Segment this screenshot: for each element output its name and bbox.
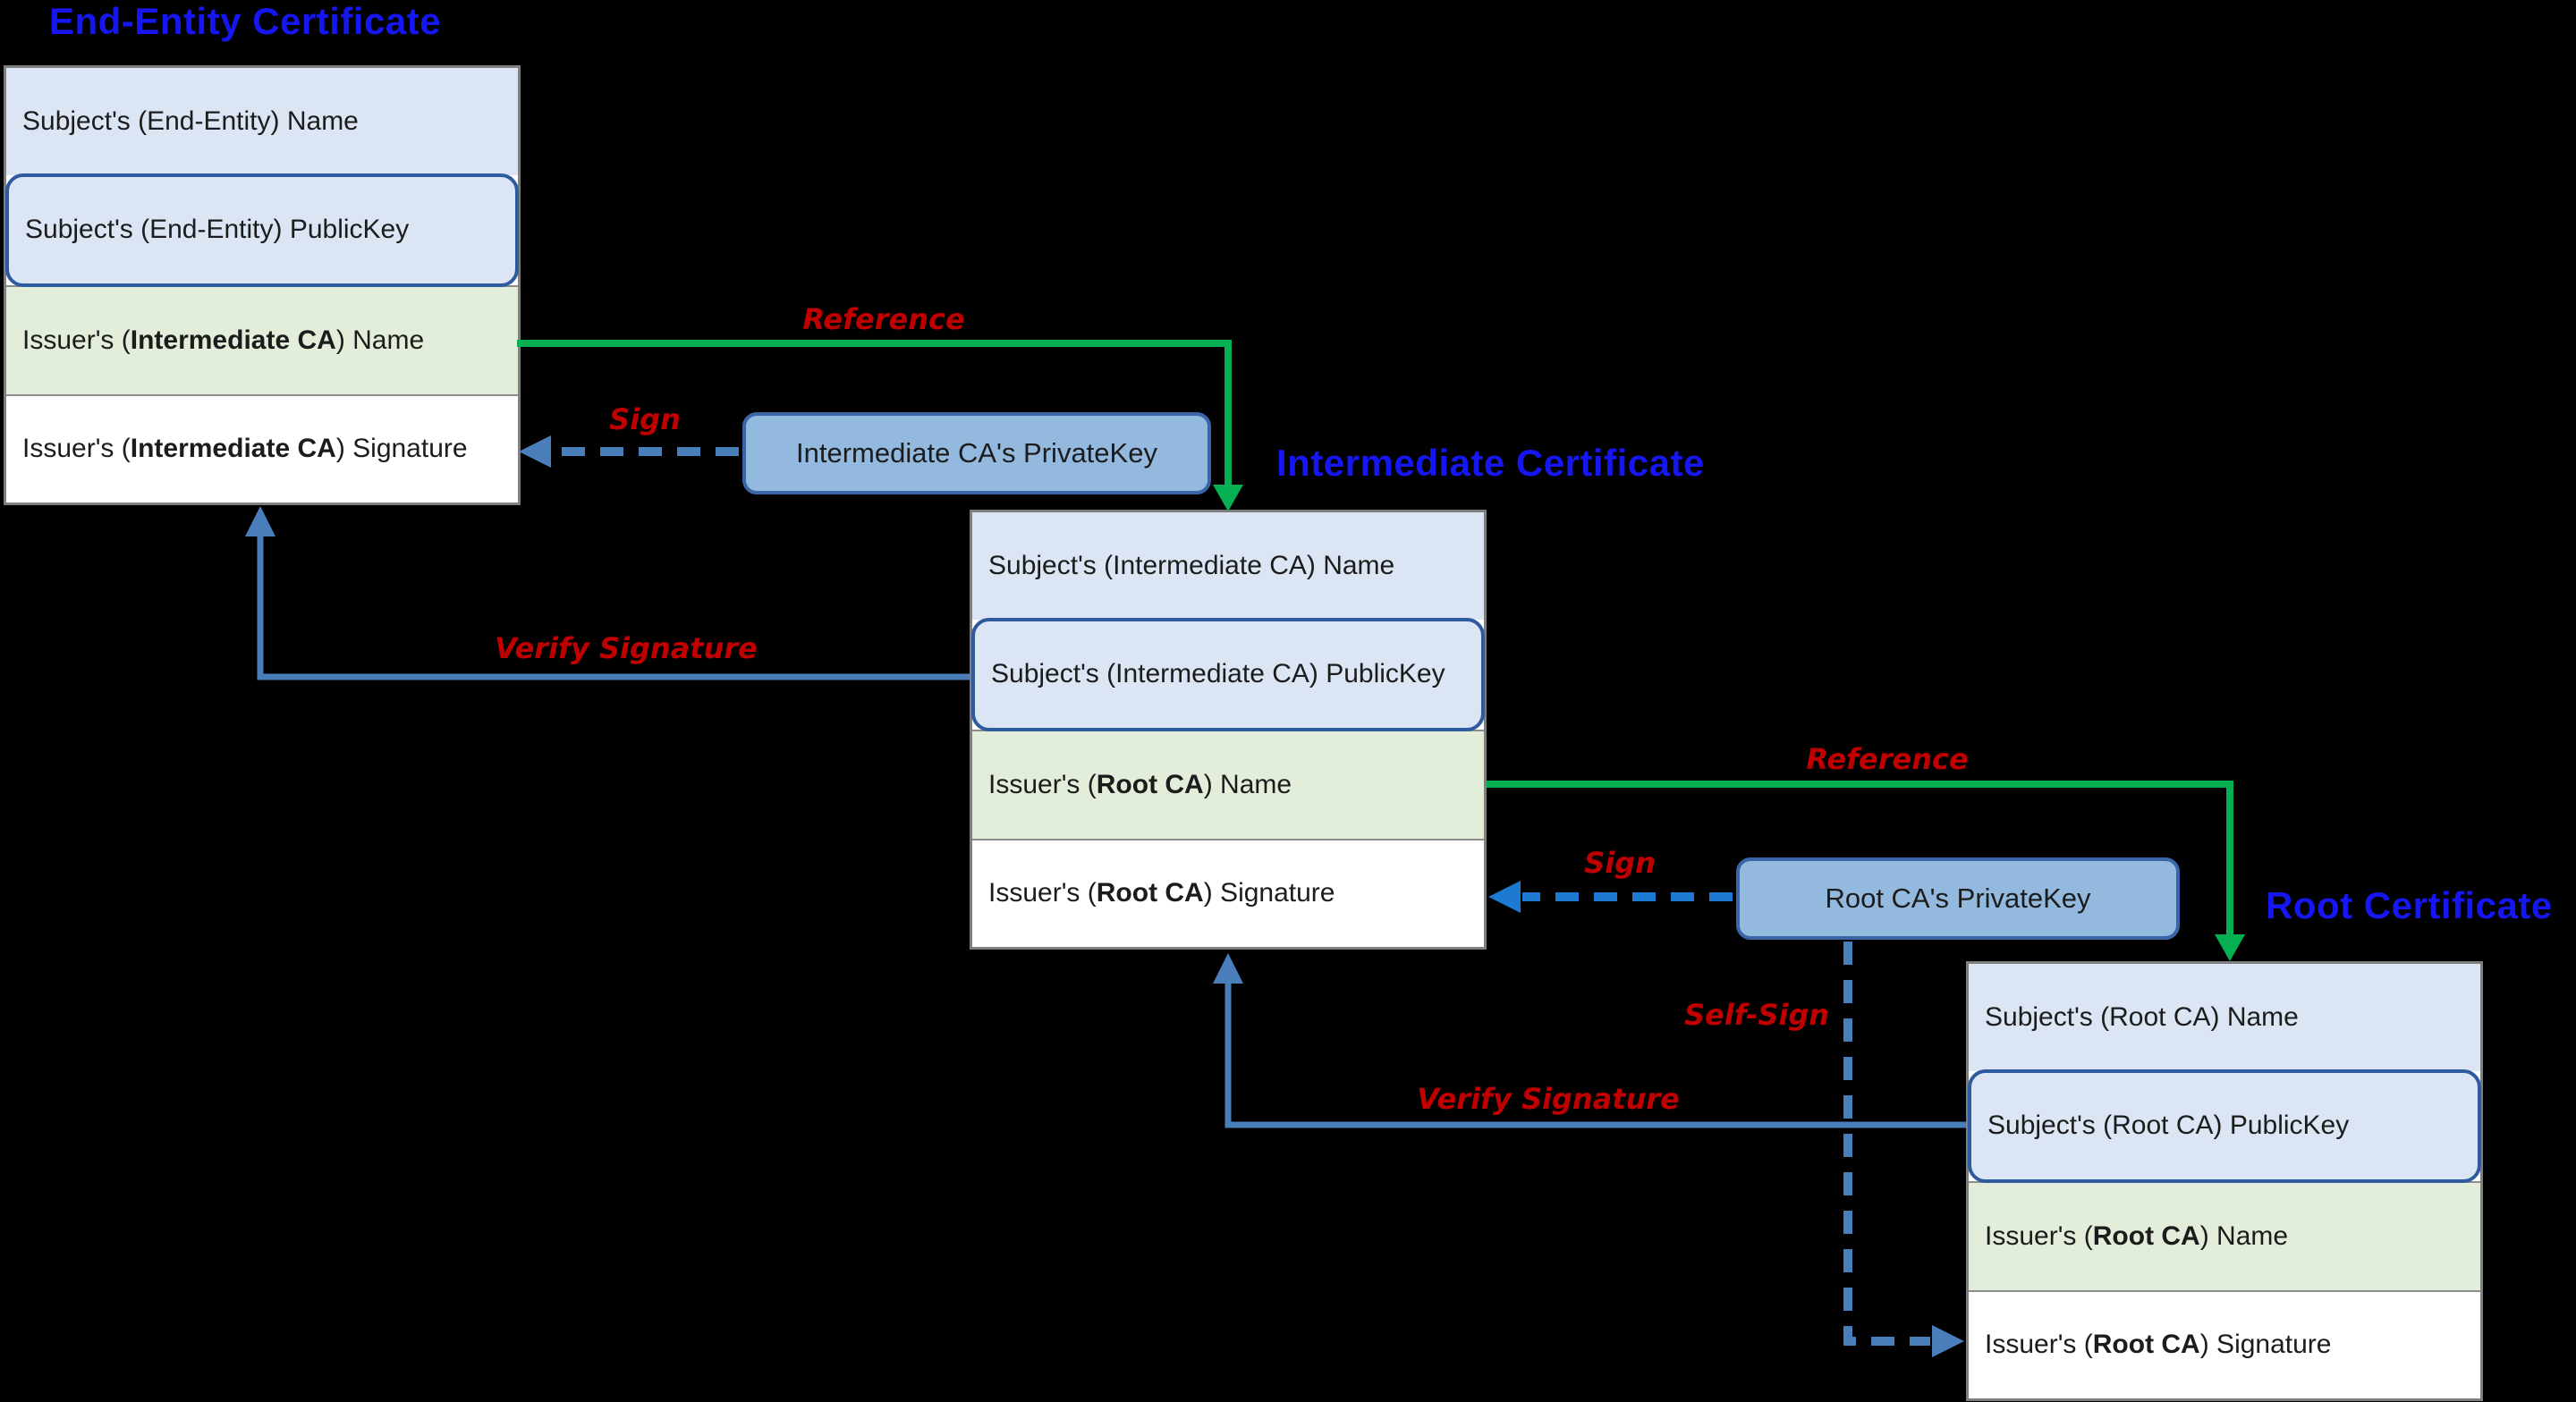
reference-arrow-2-arrowhead: [2215, 934, 2245, 961]
row-text-bold: Root CA: [2092, 1220, 2200, 1251]
root-ca-private-key-box: Root CA's PrivateKey: [1736, 857, 2180, 940]
row-text-bold: Root CA: [1096, 878, 1204, 908]
row-subject-name: Subject's (Intermediate CA) Name: [972, 512, 1484, 620]
row-text: Subject's (Root CA) Name: [1985, 1001, 2299, 1032]
root-certificate-title: Root Certificate: [2266, 884, 2553, 926]
row-text: Issuer's (: [22, 434, 131, 464]
row-text: Issuer's (: [22, 325, 131, 355]
row-issuer-name: Issuer's (Root CA) Name: [972, 730, 1484, 839]
row-text-suffix: ) Signature: [335, 434, 468, 464]
self-sign-arrowhead: [1932, 1325, 1964, 1357]
row-text-suffix: ) Signature: [2199, 1330, 2332, 1360]
row-text-suffix: ) Name: [1203, 769, 1292, 799]
intermediate-certificate-box: Subject's (Intermediate CA) Name Subject…: [970, 510, 1487, 950]
sign-arrow-2-arrowhead: [1488, 881, 1521, 913]
row-text-bold: Root CA: [2092, 1330, 2200, 1360]
row-text-suffix: ) Name: [335, 325, 425, 355]
sign-arrow-1: [519, 435, 739, 468]
row-text: Subject's (Intermediate CA) PublicKey: [991, 659, 1445, 689]
row-text: Subject's (End-Entity) Name: [22, 106, 359, 136]
row-text: Issuer's (: [988, 878, 1097, 908]
row-subject-publickey: Subject's (Root CA) PublicKey: [1968, 1068, 2481, 1183]
verify-signature-arrow-1-arrowhead: [245, 506, 275, 536]
row-text-bold: Root CA: [1096, 769, 1204, 799]
row-issuer-name: Issuer's (Intermediate CA) Name: [6, 285, 518, 394]
row-issuer-name: Issuer's (Root CA) Name: [1969, 1181, 2480, 1290]
row-text: Issuer's (: [988, 769, 1097, 799]
row-subject-publickey: Subject's (Intermediate CA) PublicKey: [971, 617, 1485, 731]
reference-label-1: Reference: [802, 302, 965, 336]
row-text: Issuer's (: [1985, 1220, 2093, 1251]
row-text-suffix: ) Name: [2199, 1220, 2289, 1251]
reference-label-2: Reference: [1806, 742, 1969, 776]
row-subject-name: Subject's (End-Entity) Name: [6, 68, 518, 175]
row-issuer-signature: Issuer's (Intermediate CA) Signature: [6, 393, 518, 503]
row-subject-name: Subject's (Root CA) Name: [1969, 964, 2480, 1071]
sign-arrow-1-arrowhead: [519, 435, 551, 468]
intermediate-certificate-title: Intermediate Certificate: [1276, 442, 1705, 484]
reference-arrow-1-arrowhead: [1213, 485, 1243, 511]
row-text: Subject's (Root CA) PublicKey: [1987, 1111, 2350, 1141]
end-entity-certificate-title: End-Entity Certificate: [49, 0, 442, 42]
sign-arrow-2: [1488, 881, 1733, 913]
end-entity-certificate-box: Subject's (End-Entity) Name Subject's (E…: [4, 65, 521, 505]
sign-label-2: Sign: [1584, 846, 1656, 880]
row-text: Subject's (End-Entity) PublicKey: [25, 215, 410, 245]
row-text: Issuer's (: [1985, 1330, 2093, 1360]
verify-signature-label-2: Verify Signature: [1417, 1082, 1680, 1116]
self-sign-label: Self-Sign: [1683, 998, 1830, 1032]
root-certificate-box: Subject's (Root CA) Name Subject's (Root…: [1966, 961, 2483, 1401]
row-subject-publickey: Subject's (End-Entity) PublicKey: [5, 173, 519, 287]
intermediate-ca-private-key-box: Intermediate CA's PrivateKey: [742, 412, 1211, 494]
self-sign-arrow: [1843, 942, 1964, 1357]
verify-signature-label-1: Verify Signature: [495, 631, 758, 665]
row-issuer-signature: Issuer's (Root CA) Signature: [972, 838, 1484, 947]
row-text-bold: Intermediate CA: [130, 325, 336, 355]
row-text: Subject's (Intermediate CA) Name: [988, 550, 1395, 580]
row-text-bold: Intermediate CA: [130, 434, 336, 464]
row-issuer-signature: Issuer's (Root CA) Signature: [1969, 1289, 2480, 1398]
verify-signature-arrow-2-arrowhead: [1213, 953, 1243, 984]
sign-label-1: Sign: [609, 402, 681, 436]
row-text-suffix: ) Signature: [1203, 878, 1335, 908]
